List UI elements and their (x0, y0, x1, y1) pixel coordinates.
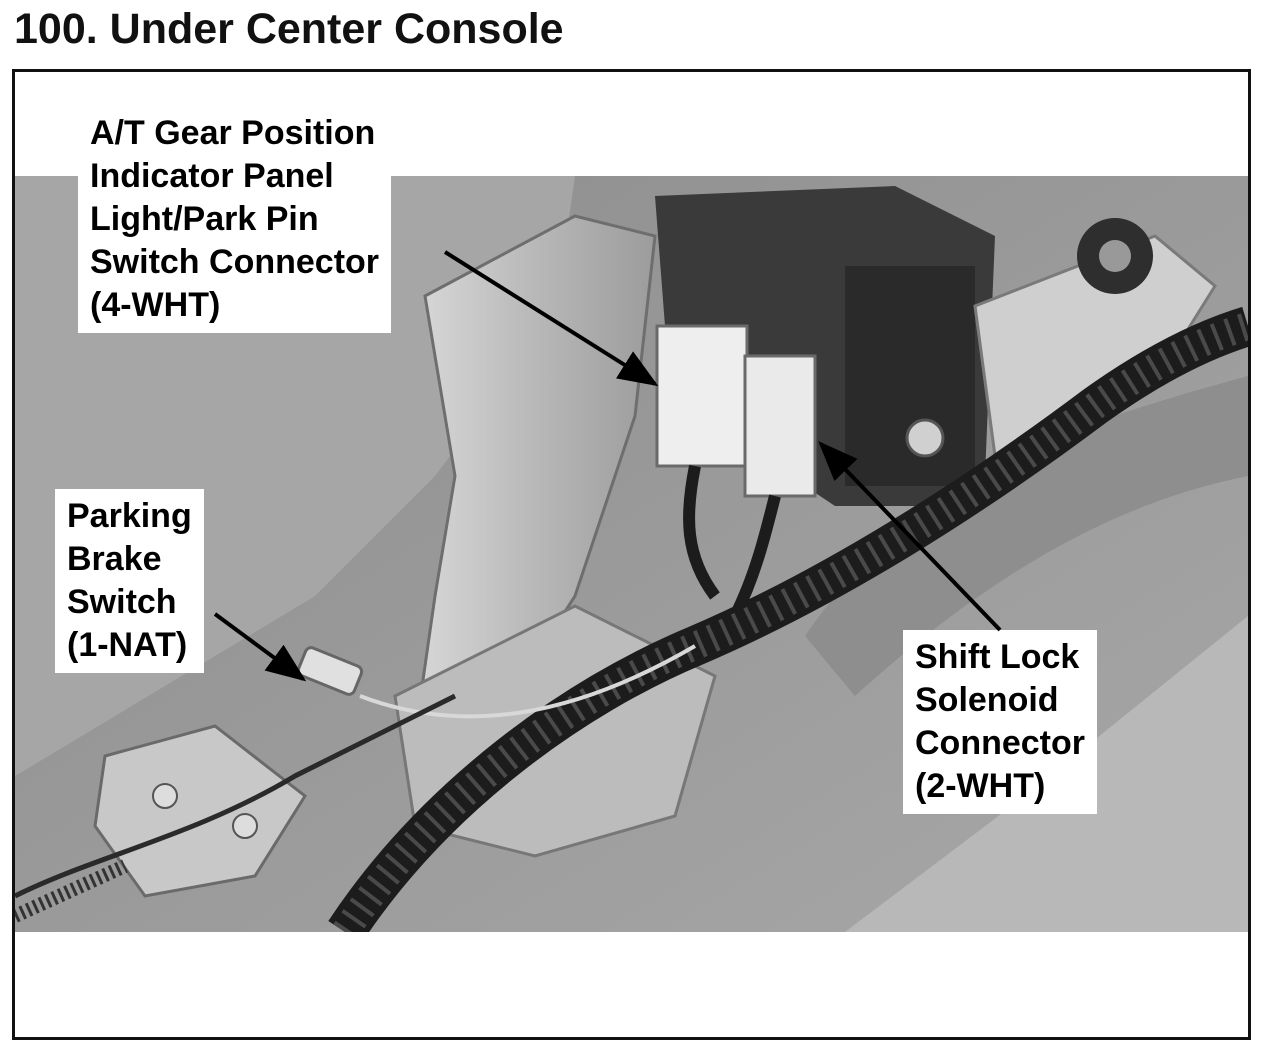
callout-line: Connector (915, 724, 1085, 762)
callout-line: Switch (67, 583, 177, 621)
callout-line: A/T Gear Position (90, 114, 376, 152)
connector-leads (683, 464, 781, 619)
page-title: 100. Under Center Console (14, 5, 564, 53)
at-gear-position-callout: A/T Gear Position Indicator Panel Light/… (78, 106, 392, 333)
callout-line: Parking (67, 497, 192, 535)
brake-lever-plate (93, 724, 307, 898)
shift-lock-connector-body (743, 354, 817, 498)
harness-ribs (333, 312, 1248, 932)
lever-rivet (232, 813, 258, 839)
indicator-connector-body (655, 324, 749, 468)
switch-wire (359, 644, 697, 719)
callout-line: (2-WHT) (915, 767, 1046, 805)
right-carpet (845, 616, 1248, 932)
shifter-plate (845, 266, 975, 486)
callout-line: Indicator Panel (90, 157, 334, 195)
photo-frame: A/T Gear Position Indicator Panel Light/… (12, 69, 1251, 1040)
callout-line: Switch Connector (90, 243, 380, 281)
callout-line: Shift Lock (915, 638, 1080, 676)
mount-bolt (905, 418, 945, 458)
mount-bushing-hole (1099, 240, 1131, 272)
callout-line: Brake (67, 540, 162, 578)
callout-line: (1-NAT) (67, 626, 188, 664)
shift-lock-solenoid-callout: Shift Lock Solenoid Connector (2-WHT) (903, 630, 1097, 814)
callout-line: Light/Park Pin (90, 200, 319, 238)
lever-rivet (152, 783, 178, 809)
parking-brake-switch-callout: Parking Brake Switch (1-NAT) (55, 489, 204, 673)
return-spring (15, 859, 128, 923)
callout-line: (4-WHT) (90, 286, 221, 324)
brake-cable (15, 693, 457, 899)
callout-line: Solenoid (915, 681, 1059, 719)
